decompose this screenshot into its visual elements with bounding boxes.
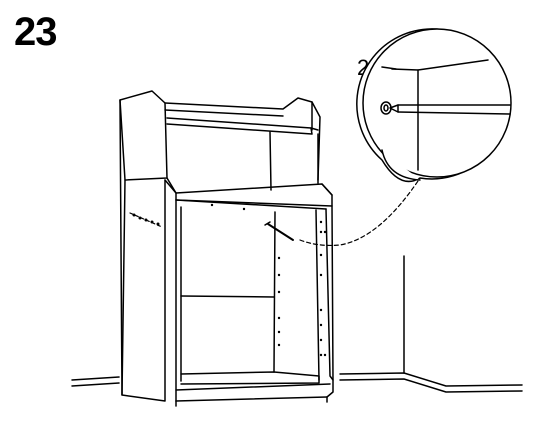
bottom-shelf	[181, 372, 319, 384]
floor-line	[72, 256, 522, 392]
detail-callout-arrow	[300, 178, 420, 245]
hutch-top-panel	[165, 98, 320, 180]
pin-insertion-line	[130, 213, 162, 227]
detail-pin-icon	[381, 102, 510, 114]
middle-shelf	[176, 184, 332, 206]
detail-magnifier	[357, 29, 511, 181]
shelf-pin-holes	[132, 203, 327, 357]
left-side-panel	[120, 91, 167, 180]
quantity-leader	[382, 67, 396, 69]
bookcase	[120, 91, 333, 406]
step-number: 23	[14, 10, 57, 54]
hutch-shelf	[167, 118, 312, 134]
wall-anchor-pin-icon	[265, 222, 293, 240]
